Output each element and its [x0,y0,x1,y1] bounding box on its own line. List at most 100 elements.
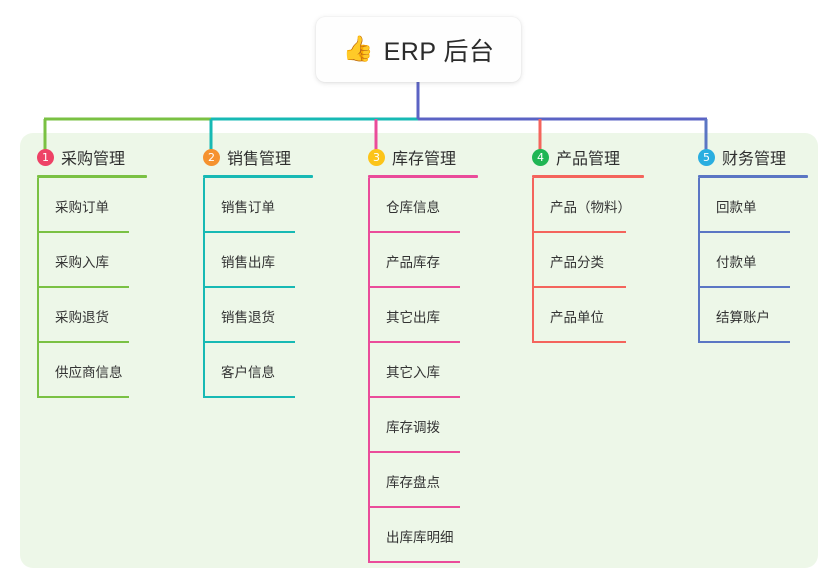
branch-spine-2 [203,178,205,398]
leaf-underline [368,286,460,288]
diagram-panel [20,133,818,568]
branch-column-1: 1 采购管理采购订单采购入库采购退货供应商信息 [37,145,147,398]
branch-column-2: 2 销售管理销售订单销售出库销售退货客户信息 [203,145,313,398]
leaf-node-label: 库存盘点 [386,474,440,490]
leaf-node[interactable]: 产品单位 [532,288,644,343]
leaf-underline [37,231,129,233]
leaf-node[interactable]: 产品库存 [368,233,478,288]
leaf-underline [203,231,295,233]
branch-underline-5 [698,175,808,178]
leaf-node-label: 采购订单 [55,199,109,215]
leaf-underline [368,396,460,398]
leaf-node[interactable]: 采购退货 [37,288,147,343]
root-node[interactable]: 👍 ERP 后台 [316,17,521,82]
branch-underline-3 [368,175,478,178]
leaf-node[interactable]: 回款单 [698,178,808,233]
branch-underline-1 [37,175,147,178]
leaf-node[interactable]: 销售订单 [203,178,313,233]
leaf-node-label: 采购退货 [55,309,109,325]
leaf-underline [37,396,129,398]
branch-spine-5 [698,178,700,343]
leaf-underline [532,286,626,288]
branch-title-5: 财务管理 [722,151,787,168]
leaf-underline [698,231,790,233]
leaf-underline [37,286,129,288]
leaf-node-label: 付款单 [716,254,757,270]
leaf-node-label: 采购入库 [55,254,109,270]
branch-title-4: 产品管理 [556,151,621,168]
branch-item-list-2: 销售订单销售出库销售退货客户信息 [203,178,313,398]
leaf-underline [698,286,790,288]
branch-title-3: 库存管理 [392,151,457,168]
branch-title-1: 采购管理 [61,151,126,168]
leaf-node-label: 库存调拨 [386,419,440,435]
leaf-node[interactable]: 销售退货 [203,288,313,343]
leaf-node-label: 仓库信息 [386,199,440,215]
branch-item-list-1: 采购订单采购入库采购退货供应商信息 [37,178,147,398]
branch-spine-3 [368,178,370,563]
leaf-underline [368,506,460,508]
leaf-underline [203,396,295,398]
leaf-node[interactable]: 结算账户 [698,288,808,343]
branch-header-1[interactable]: 1 采购管理 [37,145,147,169]
leaf-node-label: 其它入库 [386,364,440,380]
leaf-node[interactable]: 采购入库 [37,233,147,288]
leaf-node-label: 产品分类 [550,254,604,270]
leaf-underline [368,451,460,453]
branch-header-2[interactable]: 2 销售管理 [203,145,313,169]
leaf-node[interactable]: 供应商信息 [37,343,147,398]
leaf-node-label: 出库库明细 [386,529,454,545]
branch-spine-1 [37,178,39,398]
leaf-underline [698,341,790,343]
leaf-node-label: 供应商信息 [55,364,123,380]
leaf-node-label: 其它出库 [386,309,440,325]
branch-title-2: 销售管理 [227,151,292,168]
leaf-node[interactable]: 仓库信息 [368,178,478,233]
leaf-node[interactable]: 销售出库 [203,233,313,288]
leaf-node[interactable]: 采购订单 [37,178,147,233]
leaf-node[interactable]: 产品（物料） [532,178,644,233]
leaf-node-label: 产品（物料） [550,199,631,215]
leaf-node[interactable]: 出库库明细 [368,508,478,563]
leaf-underline [368,341,460,343]
branch-badge-2: 2 [203,148,220,166]
branch-badge-4: 4 [532,148,549,166]
leaf-underline [203,341,295,343]
leaf-node-label: 产品库存 [386,254,440,270]
branch-underline-4 [532,175,644,178]
thumbs-up-icon: 👍 [342,35,374,63]
leaf-underline [532,341,626,343]
leaf-underline [37,341,129,343]
branch-item-list-3: 仓库信息产品库存其它出库其它入库库存调拨库存盘点出库库明细 [368,178,478,563]
leaf-node-label: 回款单 [716,199,757,215]
branch-item-list-4: 产品（物料） 产品分类产品单位 [532,178,644,343]
leaf-node-label: 客户信息 [221,364,275,380]
leaf-node[interactable]: 其它入库 [368,343,478,398]
leaf-underline [532,231,626,233]
leaf-node[interactable]: 付款单 [698,233,808,288]
branch-underline-2 [203,175,313,178]
leaf-underline [203,286,295,288]
branch-spine-4 [532,178,534,343]
leaf-node[interactable]: 其它出库 [368,288,478,343]
leaf-underline [368,561,460,563]
leaf-node-label: 销售订单 [221,199,275,215]
leaf-underline [368,231,460,233]
leaf-node[interactable]: 库存盘点 [368,453,478,508]
leaf-node-label: 产品单位 [550,309,604,325]
branch-header-4[interactable]: 4 产品管理 [532,145,644,169]
branch-column-4: 4 产品管理产品（物料） 产品分类产品单位 [532,145,644,343]
branch-badge-1: 1 [37,148,54,166]
leaf-node[interactable]: 产品分类 [532,233,644,288]
root-node-title: ERP 后台 [383,37,495,66]
leaf-node-label: 销售退货 [221,309,275,325]
branch-item-list-5: 回款单付款单结算账户 [698,178,808,343]
leaf-node-label: 结算账户 [716,309,770,325]
leaf-node[interactable]: 客户信息 [203,343,313,398]
leaf-node[interactable]: 库存调拨 [368,398,478,453]
